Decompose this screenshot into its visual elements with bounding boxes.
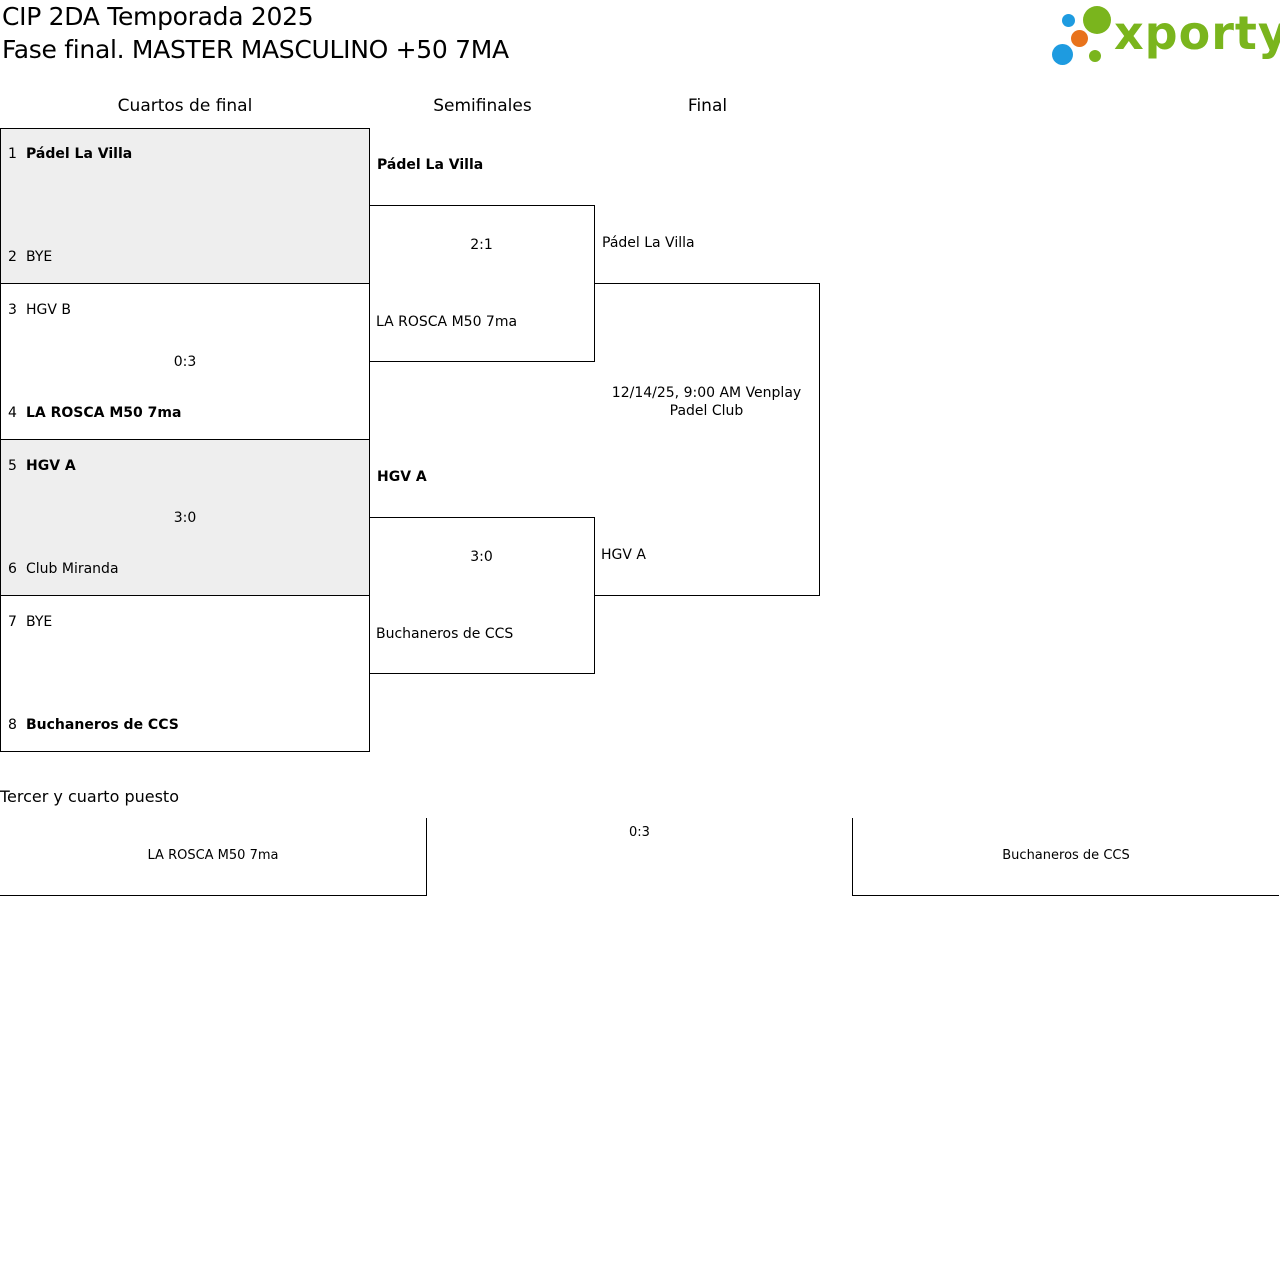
seed-number: 8 [8,717,17,733]
logo-dot-green-large [1083,6,1111,34]
logo-dot-blue-small [1062,14,1075,27]
logo-dot-blue-large [1052,44,1073,65]
team-name: BYE [26,249,53,265]
team-name: Pádel La Villa [26,146,133,162]
seed-row: 1 Pádel La Villa [8,146,132,162]
match-score: 3:0 [470,549,493,565]
third-place-heading: Tercer y cuarto puesto [0,787,179,806]
quarterfinal-match-1[interactable]: 1 Pádel La Villa 2 BYE [0,128,370,284]
quarterfinal-match-4[interactable]: 7 BYE 8 Buchaneros de CCS [0,595,370,752]
final-bottom-team: HGV A [601,547,646,563]
quarterfinal-match-2[interactable]: 3 HGV B 0:3 4 LA ROSCA M50 7ma [0,283,370,440]
third-place-match[interactable]: LA ROSCA M50 7ma 0:3 Buchaneros de CCS [0,818,1279,896]
seed-row: 2 BYE [8,249,52,265]
semifinal-1-top-team: Pádel La Villa [377,157,484,173]
seed-row: 6 Club Miranda [8,561,119,577]
final-match[interactable]: 12/14/25, 9:00 AM Venplay Padel Club HGV… [594,283,820,596]
semifinal-1-bottom-team: LA ROSCA M50 7ma [376,314,518,330]
team-name: HGV A [26,458,76,474]
seed-number: 3 [8,302,17,318]
quarterfinal-match-3[interactable]: 5 HGV A 3:0 6 Club Miranda [0,439,370,596]
third-place-score: 0:3 [629,825,650,840]
phase-title: Fase final. MASTER MASCULINO +50 7MA [2,35,509,64]
team-name: BYE [26,614,53,630]
seed-row: 3 HGV B [8,302,71,318]
seed-row: 7 BYE [8,614,52,630]
match-score: 0:3 [173,354,197,370]
column-heading-quarterfinals: Cuartos de final [117,96,253,116]
seed-number: 5 [8,458,17,474]
team-name: LA ROSCA M50 7ma [26,405,182,421]
semifinal-2-top-team: HGV A [377,469,427,485]
column-heading-semifinals: Semifinales [433,96,532,116]
semifinal-match-2[interactable]: 3:0 Buchaneros de CCS [369,517,595,674]
seed-row: 5 HGV A [8,458,76,474]
third-place-right-slot: Buchaneros de CCS [852,818,1279,896]
seed-row: 4 LA ROSCA M50 7ma [8,405,181,421]
third-place-left-team: LA ROSCA M50 7ma [147,848,279,863]
logo-dot-orange [1071,30,1088,47]
final-top-team: Pádel La Villa [602,235,695,251]
match-score: 3:0 [173,510,197,526]
semifinal-match-1[interactable]: 2:1 LA ROSCA M50 7ma [369,205,595,362]
third-place-left-slot: LA ROSCA M50 7ma [0,818,427,896]
team-name: Club Miranda [26,561,119,577]
seed-number: 2 [8,249,17,265]
logo-text: xporty [1114,6,1280,60]
third-place-right-team: Buchaneros de CCS [1002,848,1130,863]
logo-dot-green-small [1089,50,1101,62]
xporty-logo: xporty [1050,2,1280,68]
semifinal-2-bottom-team: Buchaneros de CCS [376,626,514,642]
final-schedule-venue: 12/14/25, 9:00 AM Venplay Padel Club [611,385,802,419]
seed-number: 4 [8,405,17,421]
match-score: 2:1 [470,237,493,253]
team-name: Buchaneros de CCS [26,717,179,733]
column-heading-final: Final [687,96,728,116]
seed-row: 8 Buchaneros de CCS [8,717,179,733]
tournament-title: CIP 2DA Temporada 2025 [2,2,314,31]
team-name: HGV B [26,302,72,318]
seed-number: 1 [8,146,17,162]
seed-number: 7 [8,614,17,630]
seed-number: 6 [8,561,17,577]
